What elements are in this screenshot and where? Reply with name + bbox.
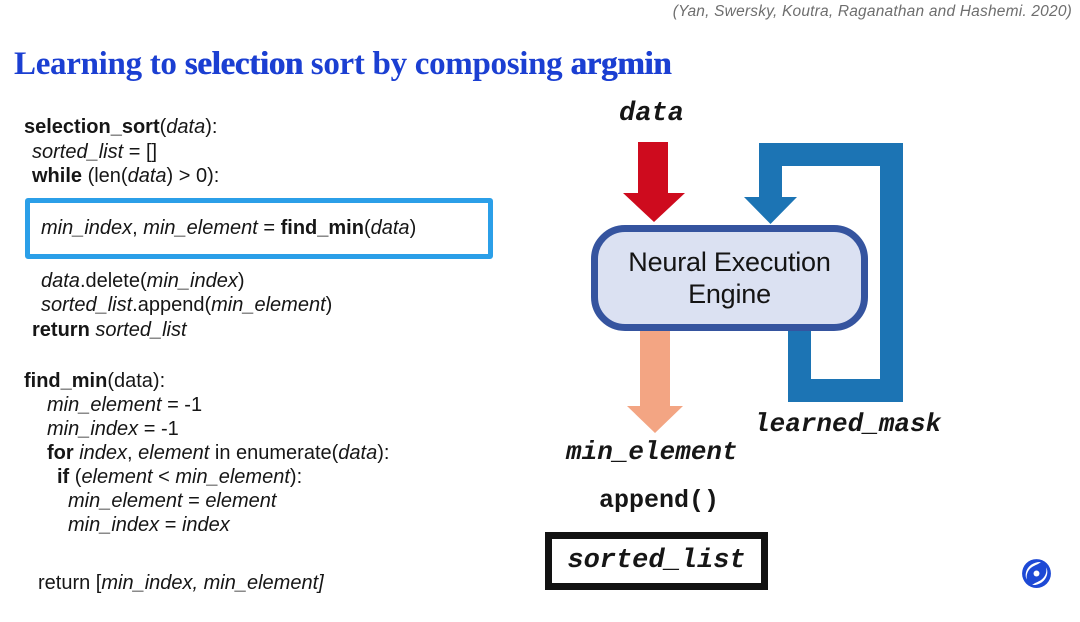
sorted-list-label: sorted_list — [567, 546, 746, 576]
min-element-label: min_element — [566, 437, 738, 467]
code-line: return [min_index, min_element] — [38, 572, 324, 594]
code-line: find_min(data): — [24, 370, 166, 392]
code-line: return sorted_list — [32, 318, 187, 341]
code-line: selection_sort(data): — [24, 116, 218, 138]
learned-mask-loop-arrow — [744, 143, 903, 402]
learned-mask-label: learned_mask — [754, 409, 942, 439]
citation: (Yan, Swersky, Koutra, Raganathan and Ha… — [672, 3, 1072, 20]
swirl-logo-icon — [1022, 559, 1051, 588]
pseudocode-selection-sort: selection_sort(data): sorted_list = [] w… — [24, 115, 493, 342]
code-line: if (element < min_element): — [57, 466, 303, 488]
data-label: data — [619, 99, 684, 129]
min-element-arrow — [627, 331, 683, 433]
code-line: min_element = element — [68, 490, 277, 512]
page-title: Learning to selection sort by composing … — [14, 46, 672, 83]
code-line: min_index = index — [68, 514, 230, 536]
sorted-list-box: sorted_list — [545, 532, 768, 590]
find-min-highlight-box: min_index, min_element = find_min(data) — [25, 198, 493, 259]
code-line: for index, element in enumerate(data): — [47, 442, 390, 464]
code-line: while (len(data) > 0): — [32, 165, 220, 187]
code-line-find-min-call: min_index, min_element = find_min(data) — [41, 217, 417, 239]
code-line: sorted_list = [] — [32, 140, 158, 163]
pseudocode-find-min: find_min(data): min_element = -1 min_ind… — [24, 369, 389, 595]
neural-execution-engine-box: Neural Execution Engine — [591, 225, 868, 331]
code-line: data.delete(min_index) — [41, 269, 245, 292]
code-line: sorted_list.append(min_element) — [41, 294, 333, 316]
data-arrow — [623, 142, 685, 222]
append-label: append() — [599, 486, 720, 515]
neural-execution-engine-label: Neural Execution Engine — [628, 246, 831, 309]
code-line: min_index = -1 — [47, 418, 179, 440]
code-line: min_element = -1 — [47, 394, 203, 416]
